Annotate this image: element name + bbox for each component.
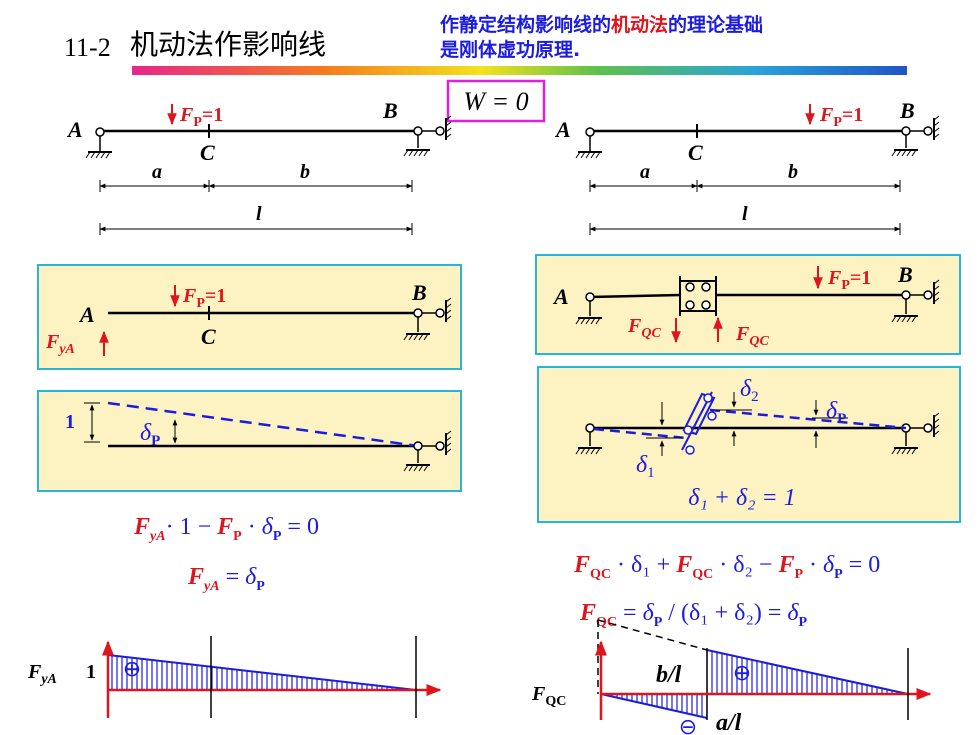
subtitle-line1: 作静定结构影响线的机动法的理论基础: [440, 13, 763, 36]
delta-1-label: δ1: [636, 452, 655, 481]
section-title: 机动法作影响线: [130, 28, 326, 61]
node-label-c: C: [200, 140, 215, 165]
panel-right-mechanism: [537, 366, 961, 523]
influence-label-fya: FyA: [27, 661, 57, 687]
svg-text:A: A: [78, 302, 95, 327]
right-top-beam-group: FP=1 A B C a b l: [554, 98, 940, 235]
pin-support-icon: [95, 127, 105, 137]
panel-left-freebody: [37, 264, 462, 370]
panel-right-freebody: [535, 254, 961, 355]
node-label-b: B: [382, 98, 398, 123]
load-label-right: FP=1: [819, 104, 863, 130]
reaction-label-fya: FyA: [45, 331, 75, 357]
dim-label-b: b: [300, 161, 310, 183]
constraint-equation: δ₁ + δ₂ = 1: [688, 485, 795, 511]
ordinate-label-b-over-l: b/l: [656, 662, 682, 688]
svg-text:a: a: [640, 161, 650, 183]
shear-label-right: FQC: [735, 323, 769, 349]
svg-text:FP=1: FP=1: [182, 285, 226, 311]
svg-text:A: A: [554, 117, 571, 142]
virtual-work-text: W = 0: [463, 87, 528, 116]
section-number: 11-2: [64, 33, 111, 62]
displaced-shape-line: [107, 401, 419, 448]
subtitle-line2: 是刚体虚功原理.: [440, 38, 580, 61]
panel-left-displacement: [37, 390, 462, 492]
svg-text:B: B: [899, 98, 915, 123]
svg-text:⊕: ⊕: [733, 661, 751, 686]
svg-text:B: B: [897, 262, 913, 287]
node-label-a: A: [66, 117, 83, 142]
influence-line-fya: ⊕ FyA 1: [27, 636, 442, 718]
influence-line-fqc: ⊕ ⊖ b/l a/l FQC: [531, 619, 932, 735]
shear-label-left: FQC: [627, 315, 661, 341]
delta-p-label-right: δP: [826, 398, 846, 427]
equation-left-2: FyA = δP: [187, 564, 265, 594]
svg-text:b: b: [788, 161, 798, 183]
negative-sign-icon: ⊖: [679, 715, 697, 735]
dim-label-l: l: [256, 203, 262, 225]
roller-support-icon: [413, 126, 423, 136]
virtual-work-box: [446, 79, 546, 123]
svg-text:C: C: [201, 324, 216, 349]
svg-text:B: B: [411, 280, 427, 305]
influence-ordinate-one: 1: [86, 661, 96, 683]
equation-left-1: FyA· 1 − FP · δP = 0: [133, 514, 319, 544]
delta-2-label: δ2: [740, 376, 759, 405]
svg-text:A: A: [552, 284, 569, 309]
ordinate-label-a-over-l: a/l: [716, 710, 742, 735]
svg-text:l: l: [742, 203, 748, 225]
title-underline-bar: [132, 66, 907, 75]
equation-right-1: FQC · δ₁ + FQC · δ₂ − FP · δP = 0: [573, 552, 880, 582]
influence-label-fqc: FQC: [531, 683, 566, 709]
svg-text:FP=1: FP=1: [827, 267, 871, 293]
load-label: FP=1: [179, 104, 223, 130]
delta-p-label: δP: [140, 420, 160, 449]
left-top-beam-group: FP=1 A B C a b l: [66, 98, 452, 235]
equation-right-2: FQC = δP / (δ₁ + δ₂) = δP: [579, 600, 808, 630]
positive-sign-icon: ⊕: [123, 657, 141, 682]
svg-text:C: C: [688, 140, 703, 165]
dim-label-a: a: [152, 161, 162, 183]
unit-displacement-label: 1: [65, 411, 75, 433]
